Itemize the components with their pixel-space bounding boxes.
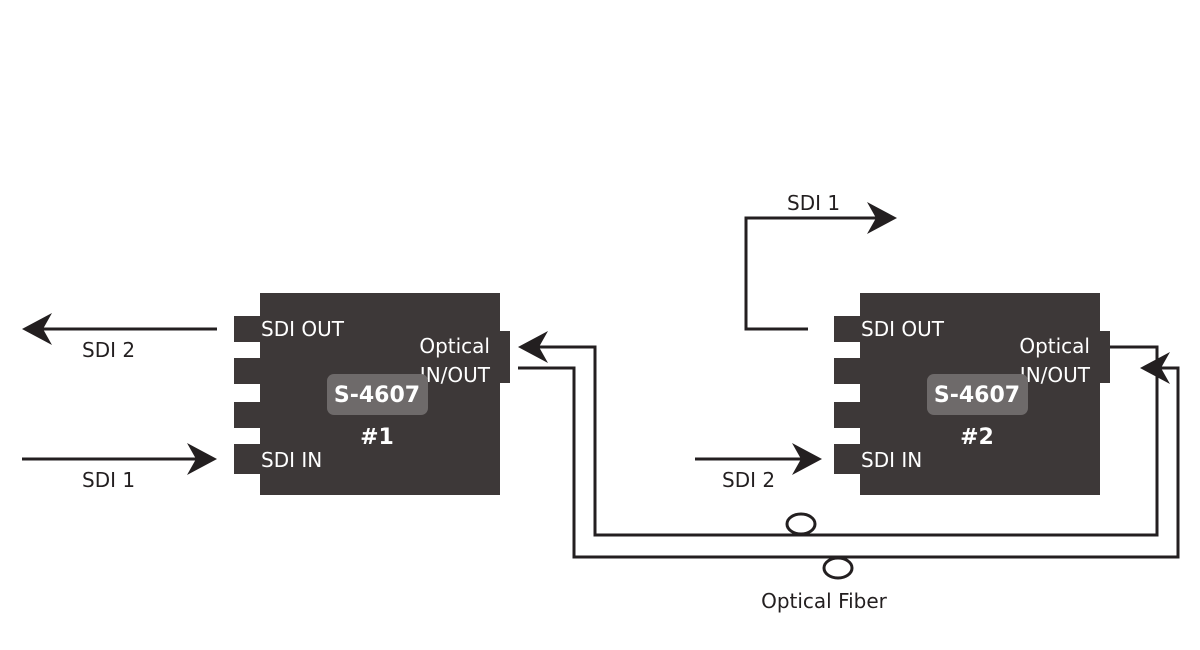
optical-fiber-link-a [518, 331, 1159, 537]
device-2-model-badge [927, 374, 1028, 415]
device-2-port-sdi-in [834, 444, 862, 474]
optical-fiber-link-b [518, 352, 1180, 559]
device-2-output-signal-label: SDI 1 [787, 191, 840, 215]
fiber-loop-icon [785, 512, 817, 536]
device-2-port-3 [834, 402, 862, 428]
arrow-left-icon [1140, 352, 1170, 384]
device-1-optical-label-line2: IN/OUT [420, 363, 491, 387]
device-1-port-optical [498, 331, 510, 383]
device-1-output-arrow [22, 313, 217, 345]
optical-fiber-label: Optical Fiber [761, 589, 888, 613]
device-2-port-optical [1098, 331, 1110, 383]
device-2-input-arrow [695, 443, 822, 475]
device-1-port-sdi-in [234, 444, 262, 474]
device-1: SDI OUT SDI IN Optical IN/OUT S-4607 #1 [234, 293, 510, 495]
device-1-sdi-in-label: SDI IN [261, 448, 322, 472]
device-1-input-arrow [22, 443, 217, 475]
device-1-port-3 [234, 402, 262, 428]
device-1-optical-label-line1: Optical [419, 334, 490, 358]
arrow-left-icon [518, 331, 548, 363]
arrow-right-icon [187, 443, 217, 475]
arrow-right-icon [792, 443, 822, 475]
device-1-output-signal-label: SDI 2 [82, 338, 135, 362]
device-1-number-label: #1 [360, 425, 394, 450]
device-2-optical-label-line1: Optical [1019, 334, 1090, 358]
device-2-output-line [744, 216, 880, 331]
device-1-sdi-out-label: SDI OUT [261, 317, 345, 341]
device-2-output-arrow [744, 202, 897, 331]
fiber-a-line [535, 345, 1159, 537]
device-2-port-sdi-out [834, 316, 862, 342]
device-1-model-label: S-4607 [334, 383, 420, 408]
arrow-left-icon [22, 313, 52, 345]
device-2-model-label: S-4607 [934, 383, 1020, 408]
device-2-sdi-out-label: SDI OUT [861, 317, 945, 341]
device-1-input-signal-label: SDI 1 [82, 468, 135, 492]
fiber-b-line [518, 366, 1180, 559]
device-2-optical-label-line2: IN/OUT [1020, 363, 1091, 387]
device-1-port-sdi-out [234, 316, 262, 342]
device-2-number-label: #2 [960, 425, 994, 450]
device-2-input-signal-label: SDI 2 [722, 468, 775, 492]
arrow-right-icon [867, 202, 897, 234]
device-2-sdi-in-label: SDI IN [861, 448, 922, 472]
device-1-port-2 [234, 358, 262, 384]
device-1-model-badge [327, 374, 428, 415]
device-2-port-2 [834, 358, 862, 384]
device-2: SDI OUT SDI IN Optical IN/OUT S-4607 #2 [834, 293, 1110, 495]
fiber-loop-icon [822, 556, 854, 580]
